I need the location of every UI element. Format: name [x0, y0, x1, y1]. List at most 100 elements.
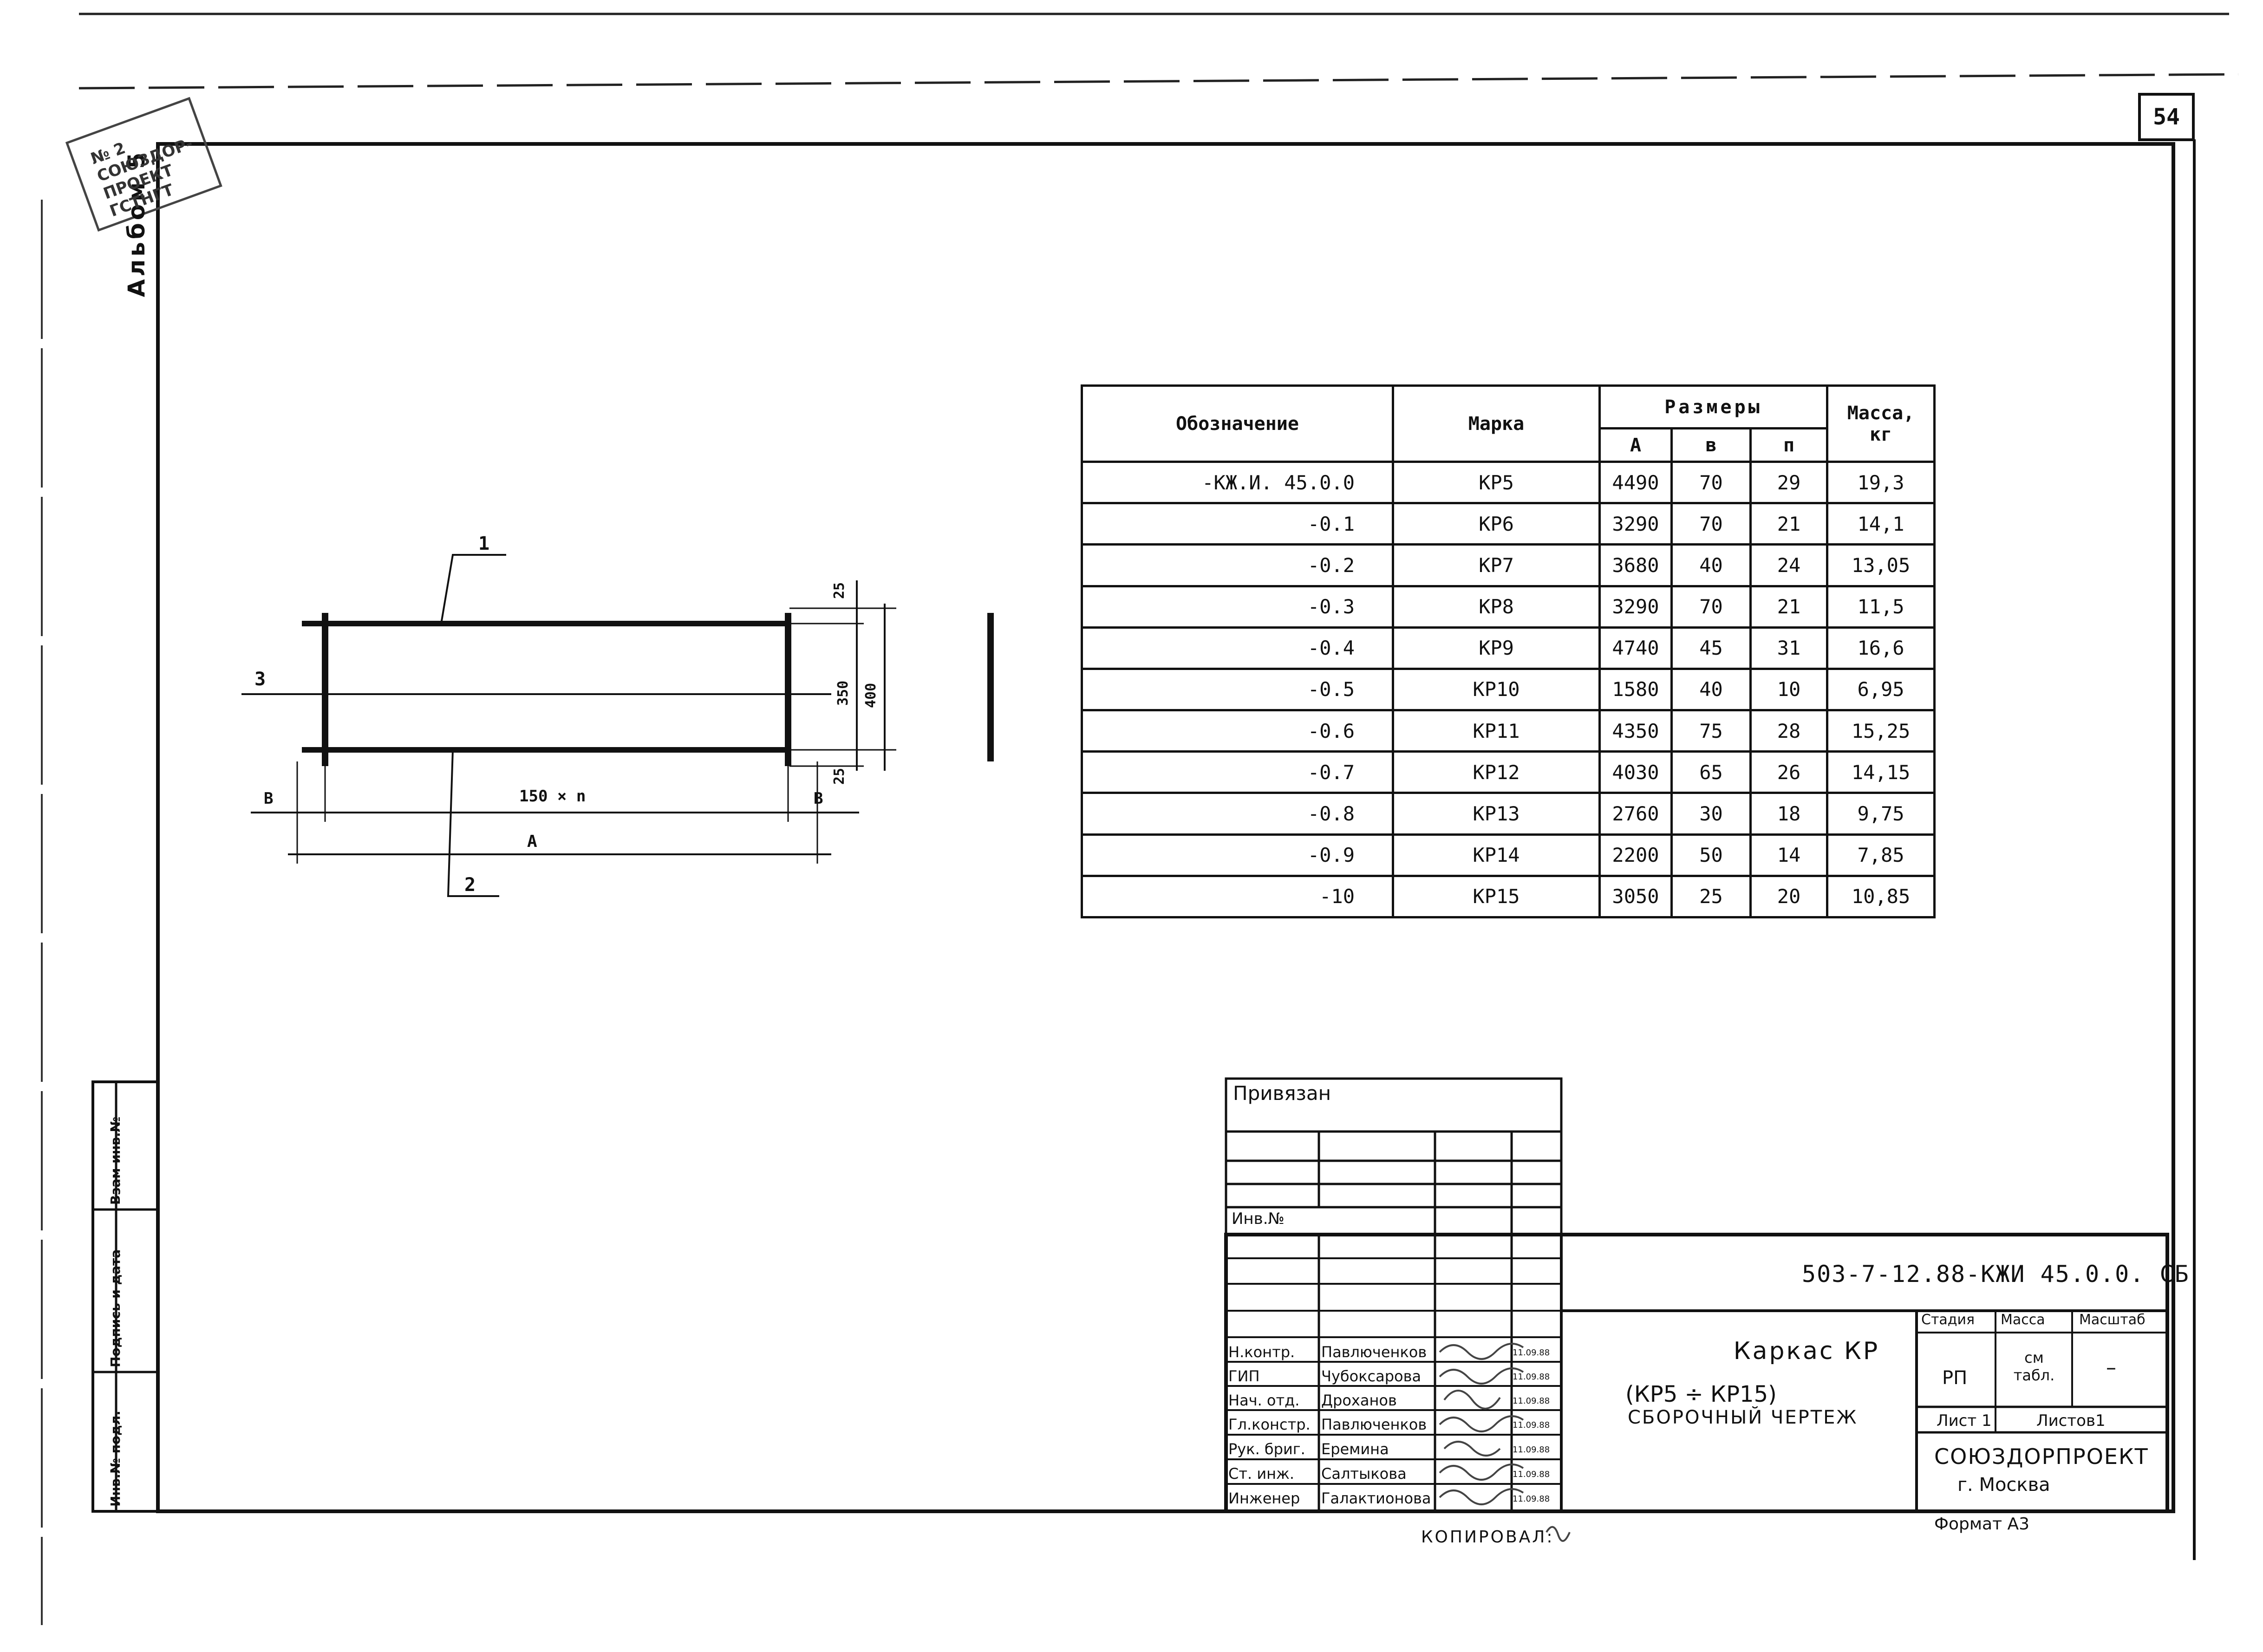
cell-mass: 11,5 — [1826, 585, 1936, 629]
format-label: Формат А3 — [1934, 1515, 2030, 1534]
header-n: п — [1749, 427, 1829, 463]
cell-designation: -0.3 — [1081, 585, 1394, 629]
title-block-grid — [1224, 1207, 2169, 1513]
staff-date: 11.09.88 — [1513, 1348, 1550, 1358]
cell-mark: КР6 — [1392, 502, 1601, 546]
dim-25-bottom: 25 — [831, 767, 848, 785]
cell-designation: -0.4 — [1081, 626, 1394, 670]
stage-value: РП — [1942, 1367, 1968, 1389]
cell-mass: 6,95 — [1826, 667, 1936, 712]
cell-b: 40 — [1670, 543, 1752, 587]
copied-by-label: КОПИРОВАЛ: — [1421, 1528, 1554, 1547]
table-row: -КЖ.И. 45.0.0 КР5 4490 70 29 19,3 — [1081, 460, 1936, 505]
cell-designation: -0.1 — [1081, 502, 1394, 546]
cell-n: 21 — [1749, 585, 1829, 629]
staff-row: ГИП Чубоксарова 11.09.88 — [1228, 1364, 1558, 1388]
cell-a: 3050 — [1598, 874, 1673, 919]
cell-b: 75 — [1670, 709, 1752, 753]
staff-row: Инженер Галактионова 11.09.88 — [1228, 1486, 1558, 1510]
table-row: -0.6 КР11 4350 75 28 15,25 — [1081, 709, 1936, 753]
callout-2: 2 — [464, 874, 476, 896]
callout-3: 3 — [254, 669, 266, 690]
cell-n: 31 — [1749, 626, 1829, 670]
callout-1: 1 — [478, 533, 490, 554]
dim-150-n: 150 × n — [519, 787, 586, 806]
cell-b: 70 — [1670, 502, 1752, 546]
staff-name: Чубоксарова — [1321, 1367, 1422, 1385]
cell-a: 4030 — [1598, 750, 1673, 794]
cell-mass: 19,3 — [1826, 460, 1936, 505]
table-row: -0.9 КР14 2200 50 14 7,85 — [1081, 833, 1936, 877]
table-row: -0.4 КР9 4740 45 31 16,6 — [1081, 626, 1936, 670]
sheet-number: 54 — [2138, 93, 2195, 141]
staff-date: 11.09.88 — [1513, 1445, 1550, 1455]
side-label-inv-orig: Инв.№ подл. — [108, 1411, 123, 1507]
staff-name: Павлюченков — [1321, 1343, 1427, 1361]
cell-a: 3290 — [1598, 585, 1673, 629]
cell-a: 3290 — [1598, 502, 1673, 546]
staff-row: Ст. инж. Салтыкова 11.09.88 — [1228, 1461, 1558, 1486]
cell-n: 29 — [1749, 460, 1829, 505]
staff-role: ГИП — [1228, 1367, 1260, 1385]
dim-b-left: В — [264, 789, 274, 808]
staff-name: Салтыкова — [1321, 1465, 1407, 1483]
header-b: в — [1670, 427, 1752, 463]
staff-date: 11.09.88 — [1513, 1372, 1550, 1382]
bound-block-grid — [1225, 1077, 1563, 1236]
sheet-label: Лист 1 — [1937, 1411, 1992, 1430]
cell-b: 40 — [1670, 667, 1752, 712]
staff-name: Еремина — [1321, 1440, 1389, 1458]
cell-mark: КР10 — [1392, 667, 1601, 712]
cell-a: 4350 — [1598, 709, 1673, 753]
cell-a: 2760 — [1598, 792, 1673, 836]
cell-b: 45 — [1670, 626, 1752, 670]
table-row: -0.5 КР10 1580 40 10 6,95 — [1081, 667, 1936, 712]
staff-date: 11.09.88 — [1513, 1396, 1550, 1406]
header-sizes: Размеры — [1598, 384, 1829, 429]
cell-mass: 13,05 — [1826, 543, 1936, 587]
cell-n: 14 — [1749, 833, 1829, 877]
staff-role: Нач. отд. — [1228, 1392, 1300, 1409]
cell-designation: -0.6 — [1081, 709, 1394, 753]
cell-a: 3680 — [1598, 543, 1673, 587]
cell-n: 26 — [1749, 750, 1829, 794]
sheets-count-label: Листов1 — [2036, 1411, 2106, 1430]
dim-350: 350 — [835, 680, 851, 706]
cell-mass: 9,75 — [1826, 792, 1936, 836]
staff-role: Инженер — [1228, 1489, 1300, 1507]
cell-n: 24 — [1749, 543, 1829, 587]
cell-n: 18 — [1749, 792, 1829, 836]
mass-header: Масса — [2001, 1312, 2045, 1328]
table-row: -0.7 КР12 4030 65 26 14,15 — [1081, 750, 1936, 794]
cell-a: 4490 — [1598, 460, 1673, 505]
drawing-title: Каркас КР — [1733, 1337, 1880, 1365]
cell-mark: КР9 — [1392, 626, 1601, 670]
cell-n: 10 — [1749, 667, 1829, 712]
header-designation: Обозначение — [1081, 384, 1394, 463]
organization-name: СОЮЗДОРПРОЕКТ — [1934, 1444, 2149, 1469]
table-row: -0.2 КР7 3680 40 24 13,05 — [1081, 543, 1936, 587]
cell-a: 2200 — [1598, 833, 1673, 877]
header-mark: Марка — [1392, 384, 1601, 463]
organization-stamp — [65, 97, 222, 232]
cell-b: 70 — [1670, 585, 1752, 629]
cell-n: 21 — [1749, 502, 1829, 546]
cell-mark: КР11 — [1392, 709, 1601, 753]
cell-designation: -0.9 — [1081, 833, 1394, 877]
cell-mark: КР12 — [1392, 750, 1601, 794]
header-mass: Масса, кг — [1826, 384, 1936, 463]
table-row: -0.1 КР6 3290 70 21 14,1 — [1081, 502, 1936, 546]
cell-a: 1580 — [1598, 667, 1673, 712]
dim-25-top: 25 — [831, 582, 848, 599]
cell-a: 4740 — [1598, 626, 1673, 670]
stage-header: Стадия — [1921, 1312, 1975, 1328]
cell-mass: 10,85 — [1826, 874, 1936, 919]
cell-mark: КР13 — [1392, 792, 1601, 836]
cell-mass: 15,25 — [1826, 709, 1936, 753]
cell-mass: 7,85 — [1826, 833, 1936, 877]
staff-date: 11.09.88 — [1513, 1494, 1550, 1504]
organization-city: г. Москва — [1957, 1474, 2050, 1496]
cell-b: 65 — [1670, 750, 1752, 794]
staff-role: Гл.констр. — [1228, 1416, 1311, 1433]
